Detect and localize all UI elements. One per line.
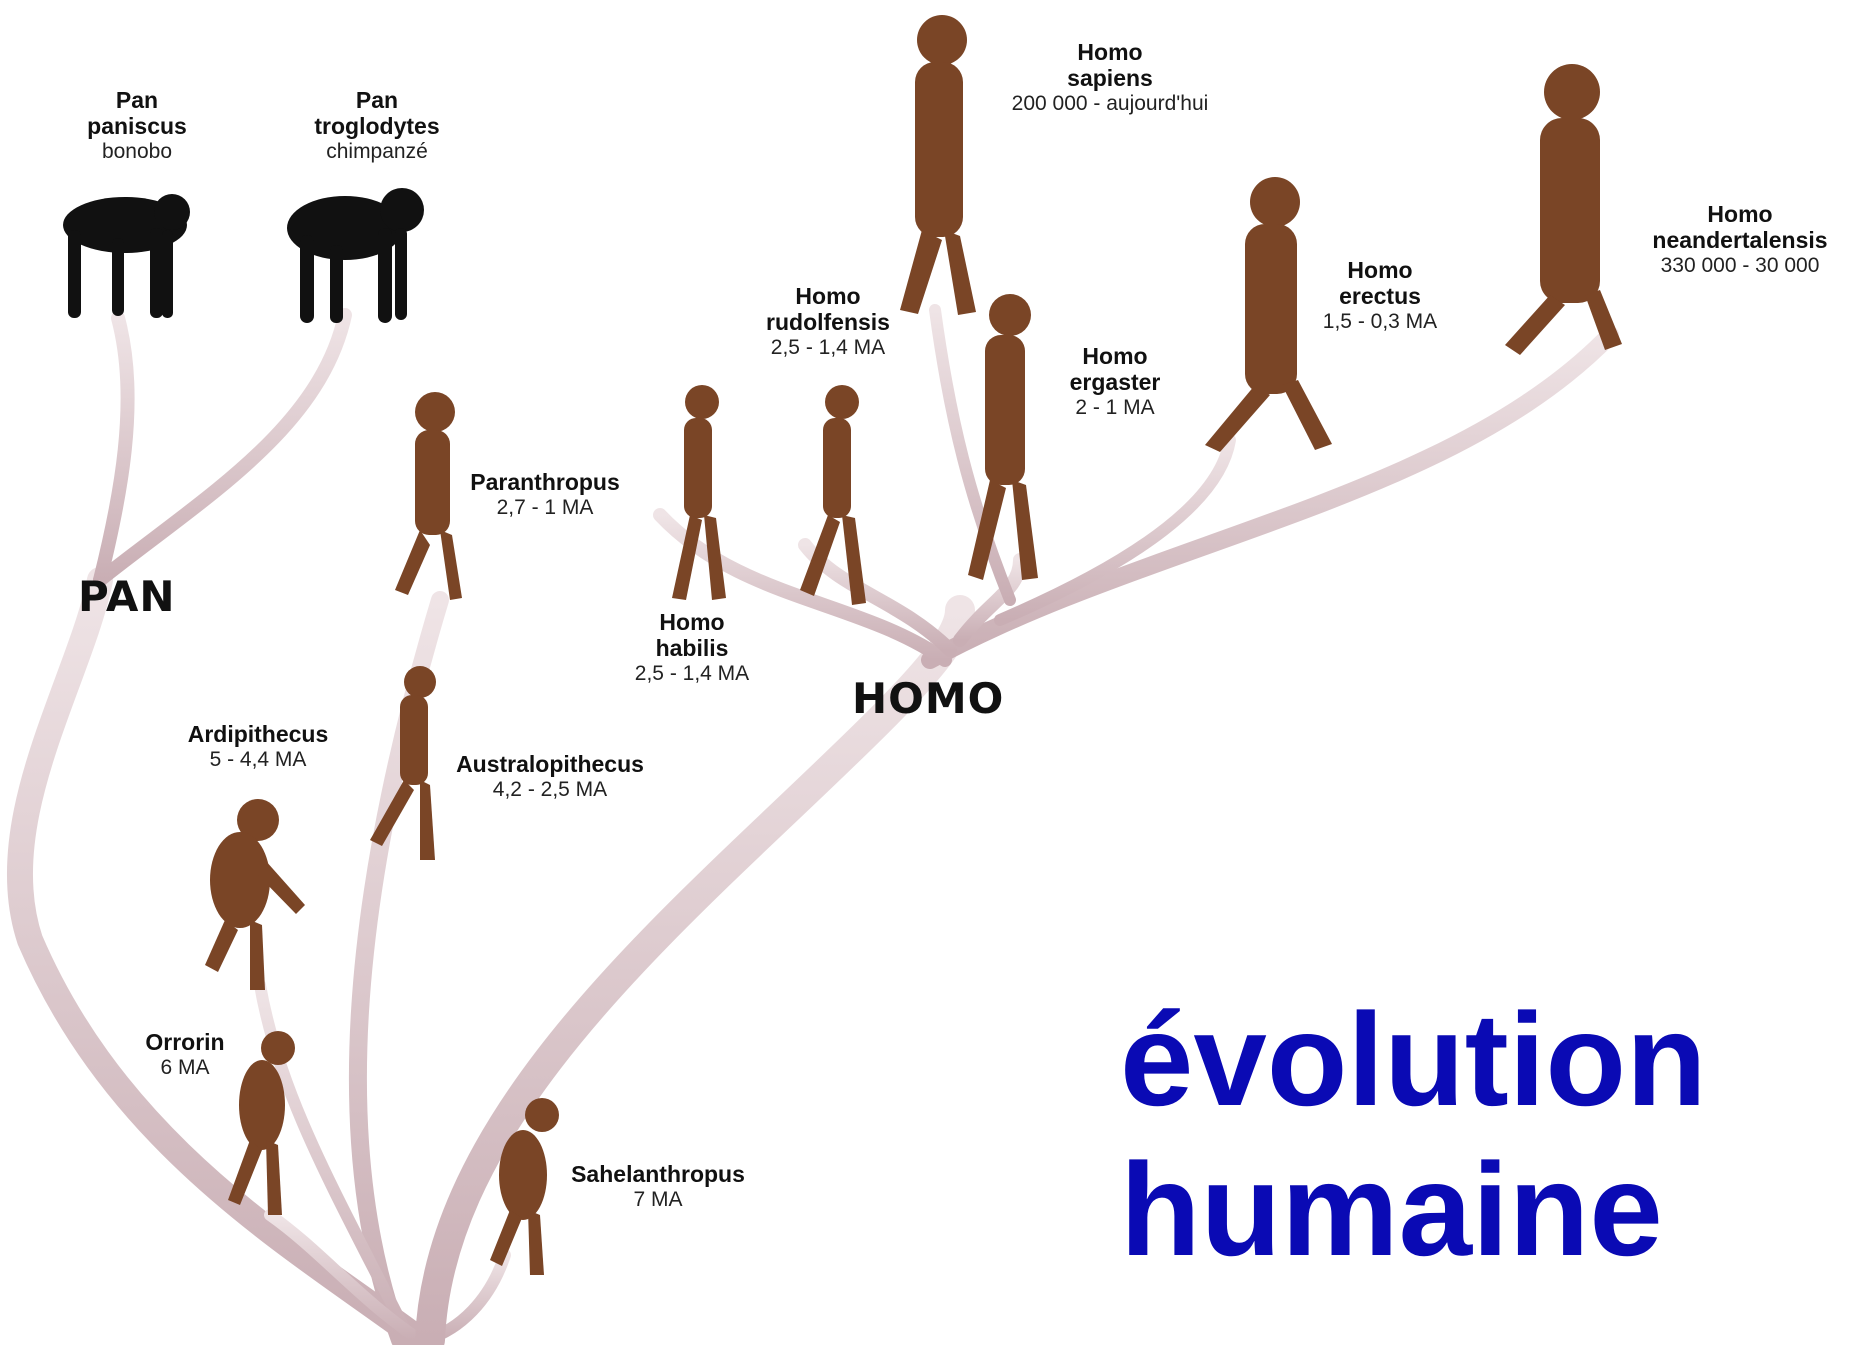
branch-homo-rudolfensis xyxy=(805,545,950,650)
date-range: 2,7 - 1 MA xyxy=(445,496,645,520)
name-line: troglodytes xyxy=(282,114,472,140)
label-ardipithecus: Ardipithecus 5 - 4,4 MA xyxy=(168,722,348,771)
date-range: 5 - 4,4 MA xyxy=(168,748,348,772)
homo-ergaster-figure xyxy=(968,294,1038,580)
label-pan-troglodytes: Pan troglodytes chimpanzé xyxy=(282,88,472,163)
common-name: chimpanzé xyxy=(282,140,472,164)
bonobo-figure xyxy=(63,194,190,318)
name-line: Homo xyxy=(1622,202,1858,228)
name-line: Homo xyxy=(612,610,772,636)
label-homo-rudolfensis: Homo rudolfensis 2,5 - 1,4 MA xyxy=(738,284,918,359)
common-name: bonobo xyxy=(52,140,222,164)
australopithecus-figure xyxy=(370,666,436,860)
label-sahelanthropus: Sahelanthropus 7 MA xyxy=(548,1162,768,1211)
name-line: Sahelanthropus xyxy=(548,1162,768,1188)
homo-neanderthalensis-figure xyxy=(1505,64,1622,355)
name-line: Homo xyxy=(1040,344,1190,370)
label-homo-erectus: Homo erectus 1,5 - 0,3 MA xyxy=(1300,258,1460,333)
label-paranthropus: Paranthropus 2,7 - 1 MA xyxy=(445,470,645,519)
name-line: ergaster xyxy=(1040,370,1190,396)
group-label-pan: PAN xyxy=(78,572,176,621)
label-homo-neanderthalensis: Homo neandertalensis 330 000 - 30 000 xyxy=(1622,202,1858,277)
label-australopithecus: Australopithecus 4,2 - 2,5 MA xyxy=(430,752,670,801)
name-line: Homo xyxy=(738,284,918,310)
label-pan-paniscus: Pan paniscus bonobo xyxy=(52,88,222,163)
name-line: Homo xyxy=(1300,258,1460,284)
chimpanzee-figure xyxy=(287,188,424,323)
name-line: Ardipithecus xyxy=(168,722,348,748)
title-line-1: évolution xyxy=(1120,985,1707,1135)
date-range: 4,2 - 2,5 MA xyxy=(430,778,670,802)
date-range: 2,5 - 1,4 MA xyxy=(738,336,918,360)
name-line: Homo xyxy=(965,40,1255,66)
date-range: 7 MA xyxy=(548,1188,768,1212)
date-range: 1,5 - 0,3 MA xyxy=(1300,310,1460,334)
group-label-homo: HOMO xyxy=(852,674,1004,723)
date-range: 330 000 - 30 000 xyxy=(1622,254,1858,278)
name-line: paniscus xyxy=(52,114,222,140)
name-line: Pan xyxy=(282,88,472,114)
slide-title: évolution humaine xyxy=(1120,985,1707,1285)
name-line: neandertalensis xyxy=(1622,228,1858,254)
branch-orrorin xyxy=(270,1215,420,1340)
branch-pan-troglodytes xyxy=(100,315,345,580)
name-line: habilis xyxy=(612,636,772,662)
name-line: Australopithecus xyxy=(430,752,670,778)
homo-habilis-figure xyxy=(672,385,726,600)
title-line-2: humaine xyxy=(1120,1135,1707,1285)
label-homo-ergaster: Homo ergaster 2 - 1 MA xyxy=(1040,344,1190,419)
date-range: 2 - 1 MA xyxy=(1040,396,1190,420)
branch-pan-paniscus xyxy=(100,318,128,580)
name-line: Pan xyxy=(52,88,222,114)
label-homo-habilis: Homo habilis 2,5 - 1,4 MA xyxy=(612,610,772,685)
name-line: Orrorin xyxy=(130,1030,240,1056)
name-line: rudolfensis xyxy=(738,310,918,336)
branch-homo-erectus xyxy=(1000,440,1230,620)
name-line: sapiens xyxy=(965,66,1255,92)
ardipithecus-figure xyxy=(205,799,305,990)
name-line: erectus xyxy=(1300,284,1460,310)
date-range: 200 000 - aujourd'hui xyxy=(965,92,1255,116)
label-orrorin: Orrorin 6 MA xyxy=(130,1030,240,1079)
name-line: Paranthropus xyxy=(445,470,645,496)
date-range: 2,5 - 1,4 MA xyxy=(612,662,772,686)
date-range: 6 MA xyxy=(130,1056,240,1080)
label-homo-sapiens: Homo sapiens 200 000 - aujourd'hui xyxy=(965,40,1255,115)
